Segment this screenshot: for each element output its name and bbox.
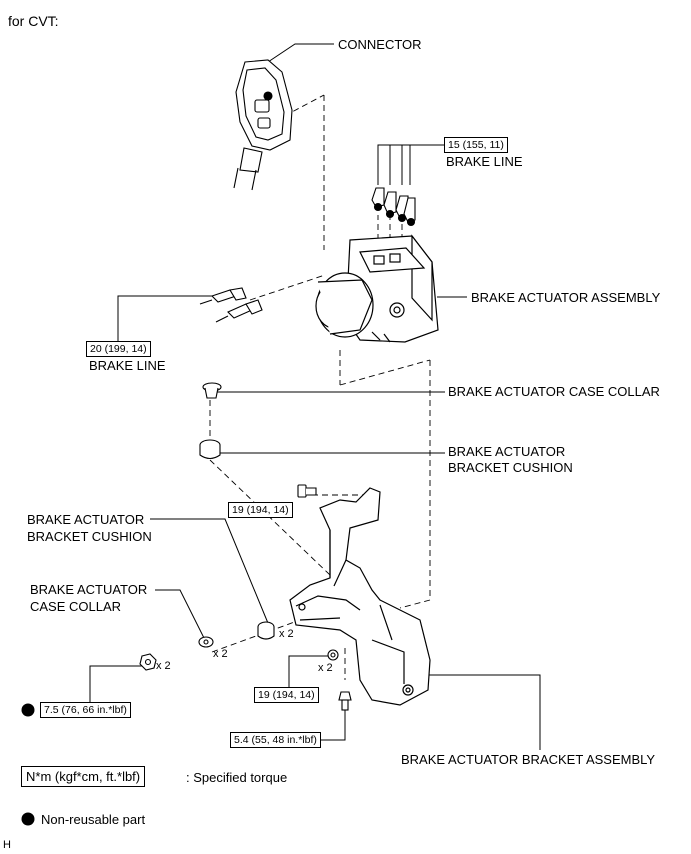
torque-bracket-bolt-top: 19 (194, 14) — [228, 502, 293, 518]
label-brake-line-left: BRAKE LINE — [89, 358, 166, 373]
label-cushion-right-line1: BRAKE ACTUATOR — [448, 444, 566, 459]
connector-part — [233, 59, 293, 191]
label-case-collar-right: BRAKE ACTUATOR CASE COLLAR — [448, 384, 660, 399]
legend-nonreusable-text: Non-reusable part — [41, 812, 146, 827]
section-heading: for CVT: — [8, 13, 59, 29]
leader-lines — [89, 43, 541, 750]
footer-code: H — [3, 839, 11, 851]
qty-bolt-mid: x 2 — [318, 662, 333, 674]
legend-torque-text: : Specified torque — [186, 770, 288, 785]
brake-actuator-assembly-part — [315, 234, 439, 343]
bracket-bolt-mid — [327, 649, 339, 661]
nonreusable-dot-nut — [21, 703, 35, 717]
legend-torque-box: N*m (kgf*cm, ft.*lbf) — [21, 766, 146, 787]
label-actuator-assembly: BRAKE ACTUATOR ASSEMBLY — [471, 290, 661, 305]
torque-bolt-bottom: 5.4 (55, 48 in.*lbf) — [230, 732, 321, 748]
torque-brake-line-left: 20 (199, 14) — [86, 341, 151, 357]
torque-brake-line-top: 15 (155, 11) — [444, 137, 508, 153]
bracket-bolt-upper — [297, 484, 317, 498]
brake-pipes-left — [199, 287, 263, 323]
qty-cushion: x 2 — [279, 628, 294, 640]
bracket-cushion-lower-part — [257, 621, 275, 640]
bracket-cushion-upper-part — [199, 439, 221, 460]
torque-nut-left: 7.5 (76, 66 in.*lbf) — [40, 702, 131, 718]
label-cushion-left-line1: BRAKE ACTUATOR — [27, 512, 145, 527]
bracket-assembly-part — [289, 487, 431, 706]
qty-collar: x 2 — [213, 648, 228, 660]
label-bracket-assembly: BRAKE ACTUATOR BRACKET ASSEMBLY — [401, 752, 656, 767]
case-collar-upper-part — [202, 382, 222, 399]
torque-bracket-bolt-mid: 19 (194, 14) — [254, 687, 319, 703]
nonreusable-dot-legend — [21, 812, 35, 826]
label-brake-line-top: BRAKE LINE — [446, 154, 523, 169]
label-collar-left-line2: CASE COLLAR — [30, 599, 122, 614]
label-collar-left-line1: BRAKE ACTUATOR — [30, 582, 148, 597]
brake-pipes-top — [371, 187, 416, 227]
case-collar-lower-part — [198, 636, 214, 648]
label-cushion-left-line2: BRACKET CUSHION — [27, 529, 152, 544]
label-connector: CONNECTOR — [338, 37, 422, 52]
qty-nut: x 2 — [156, 660, 171, 672]
bracket-bolt-lower — [338, 691, 352, 711]
nut-part — [139, 653, 157, 671]
label-cushion-right-line2: BRACKET CUSHION — [448, 460, 573, 475]
